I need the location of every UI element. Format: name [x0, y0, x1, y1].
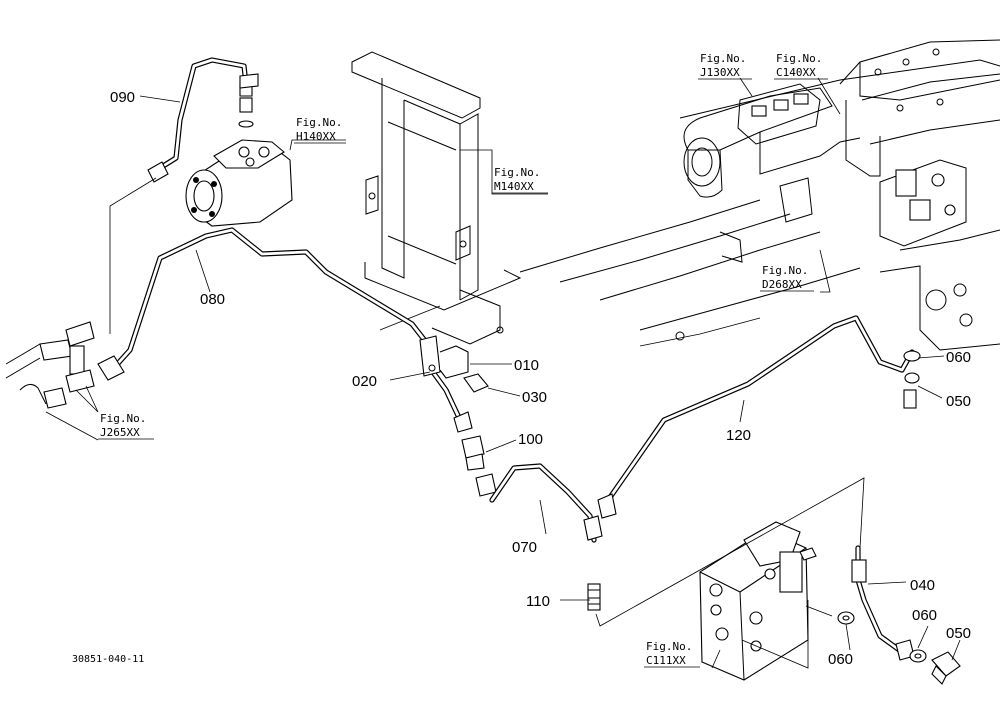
label-050-upper: 050 [946, 393, 971, 410]
svg-text:Fig.No.: Fig.No. [646, 640, 692, 653]
svg-text:Fig.No.: Fig.No. [494, 166, 540, 179]
label-110: 110 [526, 593, 550, 610]
svg-text:Fig.No.: Fig.No. [700, 52, 746, 65]
label-050-lower: 050 [946, 625, 971, 642]
fig-ref-j265: Fig.No. J265XX [98, 412, 154, 440]
pipe-070 [489, 463, 603, 543]
part-number-labels: 090 080 010 020 030 100 070 110 120 060 … [110, 89, 971, 668]
label-060-upper: 060 [946, 349, 971, 366]
label-040: 040 [910, 577, 935, 594]
transmission-housing-drawing [519, 39, 1000, 351]
svg-text:C111XX: C111XX [646, 654, 686, 667]
svg-text:C140XX: C140XX [776, 66, 816, 79]
fig-ref-c111: Fig.No. C111XX [644, 640, 700, 668]
label-030: 030 [522, 389, 547, 406]
fig-ref-c140: Fig.No. C140XX [774, 52, 828, 80]
fig-ref-m140: Fig.No. M140XX [492, 166, 548, 194]
label-020: 020 [352, 373, 377, 390]
pipe-120 [597, 315, 915, 519]
tee-fittings-j265 [5, 321, 95, 409]
figure-reference-labels: Fig.No. H140XX Fig.No. M140XX Fig.No. J1… [98, 52, 828, 668]
svg-text:M140XX: M140XX [494, 180, 534, 193]
fig-ref-h140: Fig.No. H140XX [294, 116, 346, 144]
label-080: 080 [200, 291, 225, 308]
pipe-090 [147, 57, 259, 183]
fig-ref-j130: Fig.No. J130XX [698, 52, 752, 80]
label-090: 090 [110, 89, 135, 106]
washers-and-bolts [837, 350, 961, 685]
svg-text:Fig.No.: Fig.No. [296, 116, 342, 129]
pipe-040 [851, 545, 915, 661]
frame-bracket-drawing [351, 51, 522, 345]
nipple-110 [587, 583, 601, 611]
svg-text:Fig.No.: Fig.No. [776, 52, 822, 65]
svg-text:H140XX: H140XX [296, 130, 336, 143]
label-060-mid: 060 [912, 607, 937, 624]
svg-text:Fig.No.: Fig.No. [762, 264, 808, 277]
svg-text:D268XX: D268XX [762, 278, 802, 291]
document-code: 30851-040-11 [72, 654, 144, 665]
label-060-lower: 060 [828, 651, 853, 668]
svg-text:Fig.No.: Fig.No. [100, 412, 146, 425]
fitting-100 [461, 435, 497, 497]
svg-text:J130XX: J130XX [700, 66, 740, 79]
steering-unit-drawing [185, 83, 293, 227]
label-100: 100 [518, 431, 543, 448]
fig-ref-d268: Fig.No. D268XX [760, 264, 814, 292]
leader-lines [45, 77, 961, 669]
label-010: 010 [514, 357, 539, 374]
clamp-and-bolt [419, 335, 489, 393]
svg-text:J265XX: J265XX [100, 426, 140, 439]
label-070: 070 [512, 539, 537, 556]
pipe-080 [97, 227, 473, 433]
label-120: 120 [726, 427, 751, 444]
